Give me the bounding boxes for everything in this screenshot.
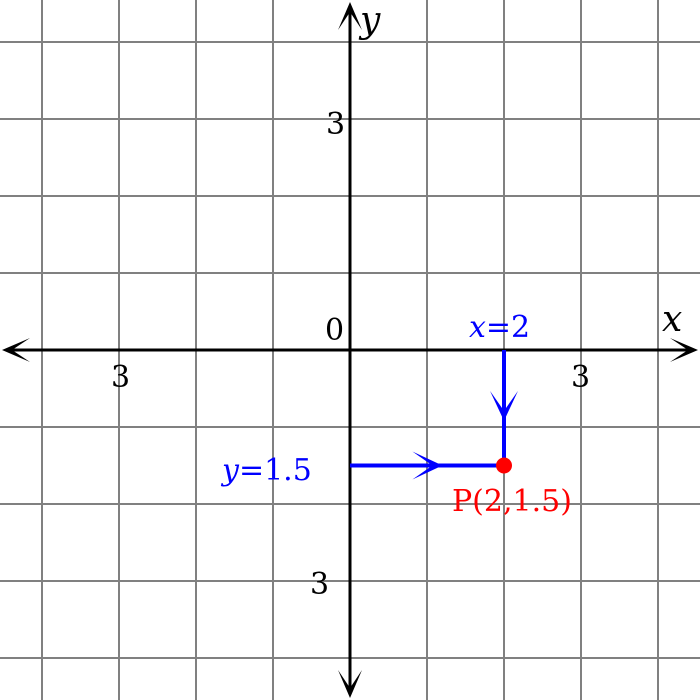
x-guide-arrow — [490, 390, 518, 421]
y-axis-arrow-bottom — [338, 670, 362, 698]
y-equation-var: y — [220, 453, 240, 488]
point-p — [496, 457, 512, 474]
y-equation-label: y=1.5 — [220, 453, 312, 488]
x-equation-rest: =2 — [486, 310, 530, 345]
y-equation-rest: =1.5 — [239, 453, 312, 488]
x-equation-var: x — [469, 310, 486, 345]
y-tick-top: 3 — [326, 107, 345, 142]
y-guide-arrow — [412, 451, 443, 480]
x-tick-right: 3 — [571, 360, 590, 395]
point-p-label: P(2,1.5) — [452, 484, 572, 519]
origin-label: 0 — [325, 313, 344, 348]
x-equation-label: x=2 — [469, 310, 530, 345]
x-axis-arrow-right — [670, 338, 698, 362]
x-axis-arrow-left — [2, 338, 30, 362]
y-axis-label: y — [358, 0, 381, 41]
x-tick-left: 3 — [111, 360, 130, 395]
y-tick-bottom: 3 — [310, 567, 329, 602]
y-axis-arrow-top — [338, 2, 362, 30]
x-axis-label: x — [662, 299, 682, 340]
